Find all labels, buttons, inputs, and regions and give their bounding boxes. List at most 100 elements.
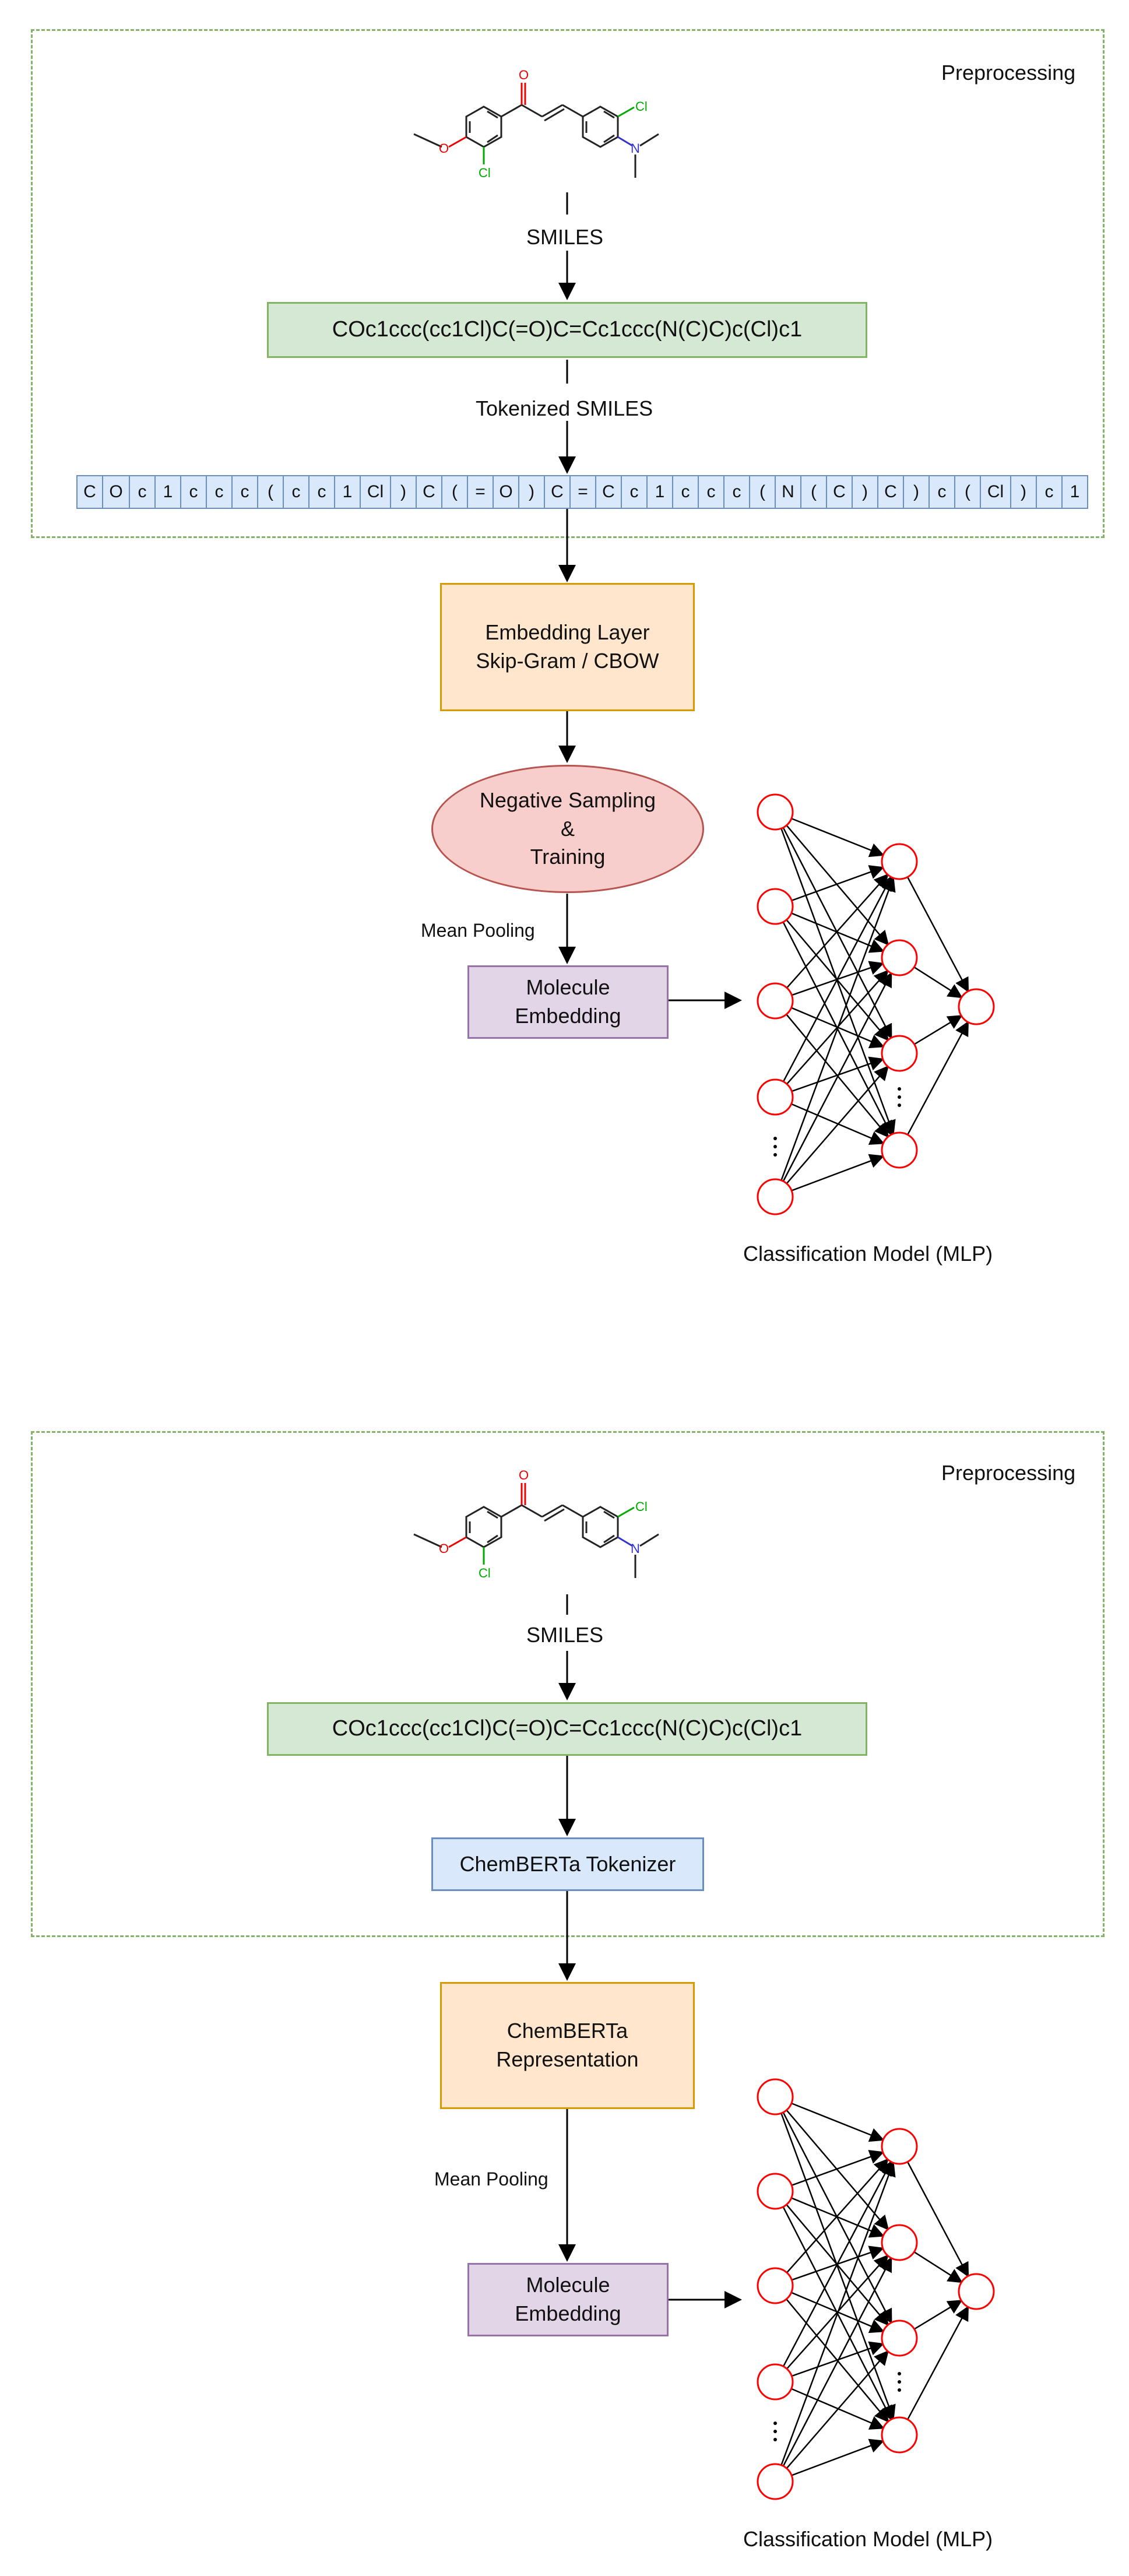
molecule-structure-icon: O Cl Cl O N xyxy=(413,68,659,180)
token-cell: c xyxy=(206,475,233,509)
molecule-embedding-line2-1: Embedding xyxy=(515,1004,621,1028)
mlp-connection xyxy=(914,2300,963,2330)
preprocessing-label-1: Preprocessing xyxy=(941,61,1076,85)
token-cell: ( xyxy=(441,475,468,509)
token-cell: C xyxy=(544,475,571,509)
ellipsis-dots-hidden xyxy=(898,2388,901,2392)
token-cell: C xyxy=(416,475,442,509)
negative-sampling-ellipse: Negative Sampling & Training xyxy=(431,765,704,893)
token-cell: Cl xyxy=(980,475,1011,509)
mlp-input-neuron xyxy=(757,2267,794,2304)
mlp-connection xyxy=(786,1065,889,1185)
mlp-hidden-neuron xyxy=(881,2128,918,2165)
token-cell: C xyxy=(595,475,622,509)
mlp-connection xyxy=(780,2161,896,2466)
token-cell: C xyxy=(76,475,103,509)
mlp-label-1: Classification Model (MLP) xyxy=(743,1242,993,1266)
token-cell: = xyxy=(467,475,494,509)
preprocessing-label-2: Preprocessing xyxy=(941,1461,1076,1485)
mlp-input-neuron xyxy=(757,2173,794,2210)
token-cell: N xyxy=(775,475,801,509)
token-cell: 1 xyxy=(154,475,181,509)
mlp-connection xyxy=(791,2102,885,2142)
token-cell: O xyxy=(493,475,519,509)
mean-pooling-label-1: Mean Pooling xyxy=(421,920,535,941)
mlp-connection xyxy=(791,865,885,901)
mlp-connection xyxy=(780,828,896,1136)
mlp-connection xyxy=(791,1154,885,1192)
negative-sampling-line1: Negative Sampling xyxy=(479,788,656,813)
mlp-hidden-neuron xyxy=(881,2320,918,2357)
mlp-connection xyxy=(791,2341,885,2377)
mlp-connection xyxy=(786,825,889,946)
mlp-hidden-neuron xyxy=(881,939,918,976)
smiles-string-text-2: COc1ccc(cc1Cl)C(=O)C=Cc1ccc(N(C)C)c(Cl)c… xyxy=(332,1716,803,1741)
tokenized-smiles-label: Tokenized SMILES xyxy=(476,396,653,420)
token-cell: c xyxy=(928,475,955,509)
atom-oxygen-top: O xyxy=(519,1468,529,1482)
atom-methoxy-oxygen: O xyxy=(439,1541,449,1556)
token-cell: c xyxy=(129,475,156,509)
atom-oxygen-top: O xyxy=(519,68,529,82)
atom-methoxy-oxygen: O xyxy=(439,141,449,156)
mlp-connection xyxy=(906,876,969,993)
ellipsis-dots-input xyxy=(773,2438,777,2441)
ellipsis-dots-input xyxy=(773,1153,777,1157)
smiles-label-2: SMILES xyxy=(526,1623,604,1647)
smiles-label-1: SMILES xyxy=(526,225,604,249)
mlp-connection xyxy=(782,972,892,1182)
chemberta-representation-box: ChemBERTa Representation xyxy=(440,1982,695,2109)
mlp-connection xyxy=(780,876,896,1181)
mlp-connection xyxy=(782,876,892,1083)
mlp-label-2: Classification Model (MLP) xyxy=(743,2527,993,2551)
mlp-hidden-neuron xyxy=(881,2416,918,2454)
mean-pooling-label-2: Mean Pooling xyxy=(434,2169,548,2190)
mlp-connection xyxy=(907,1021,969,1136)
mlp-connection xyxy=(791,817,885,858)
mlp-connection xyxy=(907,2306,969,2420)
mlp-connection xyxy=(786,2110,889,2231)
mlp-input-neuron xyxy=(757,2078,794,2115)
token-cell: 1 xyxy=(646,475,673,509)
ellipsis-dots-input xyxy=(773,1145,777,1148)
mlp-connection xyxy=(782,2257,892,2466)
token-cell: C xyxy=(826,475,853,509)
mlp-output-neuron xyxy=(958,988,995,1025)
mlp-connection xyxy=(786,873,889,989)
smiles-string-text-1: COc1ccc(cc1Cl)C(=O)C=Cc1ccc(N(C)C)c(Cl)c… xyxy=(332,317,803,342)
ellipsis-dots-input xyxy=(773,1137,777,1140)
mlp-input-neuron xyxy=(757,2463,794,2500)
mlp-hidden-neuron xyxy=(881,1035,918,1072)
token-cell: 1 xyxy=(334,475,361,509)
token-cell: ) xyxy=(852,475,878,509)
smiles-string-box-2: COc1ccc(cc1Cl)C(=O)C=Cc1ccc(N(C)C)c(Cl)c… xyxy=(267,1702,867,1756)
mlp-connection xyxy=(791,1103,885,1145)
molecule-embedding-line1-1: Molecule xyxy=(526,975,610,1000)
ellipsis-dots-input xyxy=(773,2422,777,2425)
token-cell: 1 xyxy=(1061,475,1088,509)
atom-chlorine-left: Cl xyxy=(479,1566,491,1580)
mlp-connection xyxy=(791,1056,885,1092)
molecule-embedding-line1-2: Molecule xyxy=(526,2273,610,2297)
ellipsis-dots-input xyxy=(773,2430,777,2433)
negative-sampling-line2: & xyxy=(560,816,575,841)
token-cell: c xyxy=(1036,475,1063,509)
ellipsis-dots-hidden xyxy=(898,1087,901,1091)
mlp-input-neuron xyxy=(757,1178,794,1215)
mlp-connection xyxy=(782,2160,892,2367)
token-cell: Cl xyxy=(360,475,391,509)
embedding-layer-line1: Embedding Layer xyxy=(485,620,650,645)
mlp-input-neuron xyxy=(757,982,794,1020)
mlp-connection xyxy=(791,2388,885,2430)
chemberta-representation-line2: Representation xyxy=(496,2047,639,2071)
embedding-layer-box: Embedding Layer Skip-Gram / CBOW xyxy=(440,583,695,711)
mlp-input-neuron xyxy=(757,888,794,925)
ellipsis-dots-hidden xyxy=(898,1095,901,1099)
mlp-connection xyxy=(906,2161,969,2278)
molecule-embedding-line2-2: Embedding xyxy=(515,2301,621,2325)
atom-nitrogen: N xyxy=(631,141,640,156)
smiles-string-box-1: COc1ccc(cc1Cl)C(=O)C=Cc1ccc(N(C)C)c(Cl)c… xyxy=(267,302,867,358)
